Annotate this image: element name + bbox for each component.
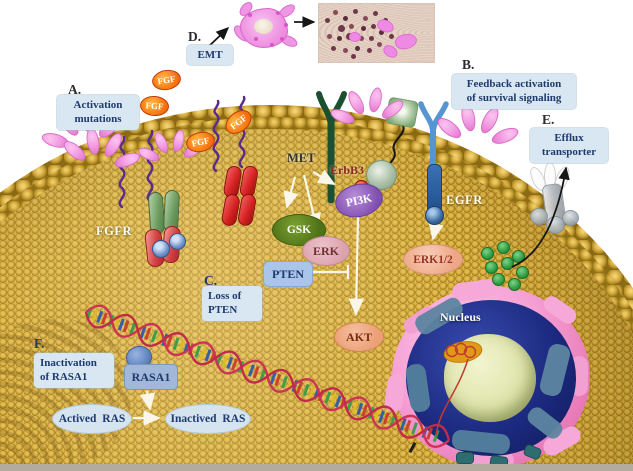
callout-emt: EMT xyxy=(187,45,233,66)
cell-speckles xyxy=(248,13,252,17)
panel-letter-d: D. xyxy=(188,29,202,44)
receptor-segment xyxy=(236,192,258,227)
drug-molecule-dot xyxy=(485,261,498,274)
transporter-foot xyxy=(562,210,579,226)
emt-mesenchymal-cell xyxy=(231,0,300,54)
receptor-segment xyxy=(220,192,241,228)
callout-line: Efflux xyxy=(554,132,584,144)
cell-nucleus xyxy=(254,19,273,34)
fgfr-ig-domain xyxy=(147,191,166,235)
fgfr-label: FGFR xyxy=(96,224,133,238)
panel-letter-e: E. xyxy=(542,112,555,127)
callout-efflux-transporter: Efflux transporter xyxy=(530,128,608,163)
callout-line: of survival signaling xyxy=(466,92,562,105)
panel-letter-a: A. xyxy=(68,82,82,97)
drug-molecule-dot xyxy=(508,278,521,291)
callout-line: Loss of xyxy=(208,290,242,302)
erk12-node: ERK1/2 xyxy=(403,244,463,275)
egfr-label: EGFR xyxy=(446,193,483,207)
akt-node: AKT xyxy=(334,322,384,352)
nucleus: Nucleus xyxy=(383,277,590,470)
panel-letter-b: B. xyxy=(462,57,475,72)
actived-ras-node: Actived RAS xyxy=(52,404,132,434)
drug-molecule-dot xyxy=(492,273,505,286)
nucleolus xyxy=(444,334,536,422)
pten-node: PTEN xyxy=(263,261,313,287)
drug-molecule-dot xyxy=(501,257,514,270)
callout-line: Activation xyxy=(73,99,123,111)
bottom-border-strip xyxy=(0,464,633,471)
histology-cell-dots xyxy=(325,18,330,23)
drug-molecule-dot xyxy=(481,247,494,260)
drug-molecule-dot xyxy=(516,266,529,279)
callout-feedback-activation: Feedback activation of survival signalin… xyxy=(452,74,576,109)
callout-line: Feedback activation xyxy=(466,78,562,90)
callout-inactivation-rasa1: Inactivation of RASA1 xyxy=(34,353,114,388)
drug-molecule-dot xyxy=(497,241,510,254)
drug-molecule-dot xyxy=(512,250,525,263)
efflux-transporter-protein xyxy=(524,160,586,238)
histology-pink-cell xyxy=(393,31,419,52)
callout-line: of RASA1 xyxy=(40,371,88,384)
met-label: MET xyxy=(287,151,316,165)
panel-letter-f: F. xyxy=(34,336,45,351)
panel-letter-c: C. xyxy=(204,273,218,288)
nuclear-pore xyxy=(456,452,474,464)
histology-micrograph xyxy=(318,3,435,63)
fgfr-atp-sphere xyxy=(169,233,186,250)
callout-line: mutations xyxy=(74,113,122,126)
callout-activation-mutations: Activation mutations xyxy=(57,95,139,130)
nucleus-label: Nucleus xyxy=(440,310,481,324)
pink-receptor-flower xyxy=(136,128,206,164)
inactived-ras-node: Inactived RAS xyxy=(165,404,251,434)
rasa1-node: RASA1 xyxy=(124,364,178,390)
fgf-ligand: FGF xyxy=(150,67,183,93)
callout-line: PTEN xyxy=(208,304,238,317)
histology-pink-cell xyxy=(375,17,396,35)
histology-pink-cell xyxy=(349,32,361,42)
pink-receptor-flower xyxy=(60,126,142,171)
callout-line: EMT xyxy=(197,49,223,61)
fgfr-atp-sphere xyxy=(152,240,170,258)
callout-loss-of-pten: Loss of PTEN xyxy=(202,286,262,321)
egfr-kinase-sphere xyxy=(425,206,444,225)
callout-line: transporter xyxy=(541,146,597,159)
fgf-ligand: FGF xyxy=(139,95,170,117)
callout-line: Inactivation xyxy=(40,357,97,369)
pink-receptor-flower xyxy=(328,85,407,127)
erbb3-label: ErbB3 xyxy=(330,163,365,177)
